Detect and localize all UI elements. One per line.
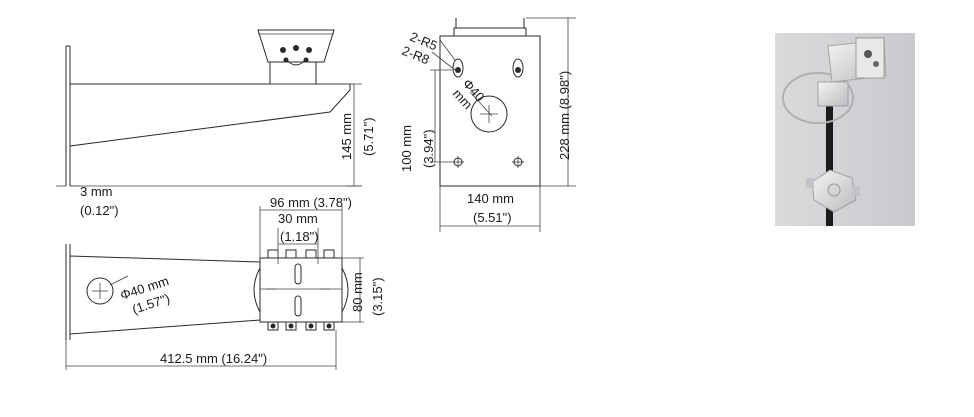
top-view: Φ40 mm (1.57") 96 mm (3.78") 30 m <box>65 195 385 370</box>
side-plate-in: (0.12") <box>80 203 119 218</box>
top-slot-mm: 30 mm <box>278 211 318 226</box>
top-slot-in: (1.18") <box>280 229 319 244</box>
plate-height: 228 mm (8.98") <box>557 71 572 160</box>
side-height-in: (5.71") <box>361 117 376 156</box>
installation-photo <box>775 33 915 226</box>
top-depth-mm: 80 mm <box>350 272 365 312</box>
side-plate-mm: 3 mm <box>80 184 113 199</box>
side-view: 145 mm (5.71") 3 mm (0.12") <box>56 29 376 218</box>
top-depth-in: (3.15") <box>370 277 385 316</box>
top-length: 412.5 mm (16.24") <box>160 351 267 366</box>
plate-width-in: (5.51") <box>473 210 512 225</box>
plate-spacing-mm: 100 mm <box>399 125 414 172</box>
mount-plate-view: 2-R5 2-R8 Φ40 mm 228 mm (8.98") 100 mm (… <box>399 17 576 232</box>
side-height-mm: 145 mm <box>339 113 354 160</box>
top-width: 96 mm (3.78") <box>270 195 352 210</box>
plate-spacing-in: (3.94") <box>421 129 436 168</box>
plate-width-mm: 140 mm <box>467 191 514 206</box>
